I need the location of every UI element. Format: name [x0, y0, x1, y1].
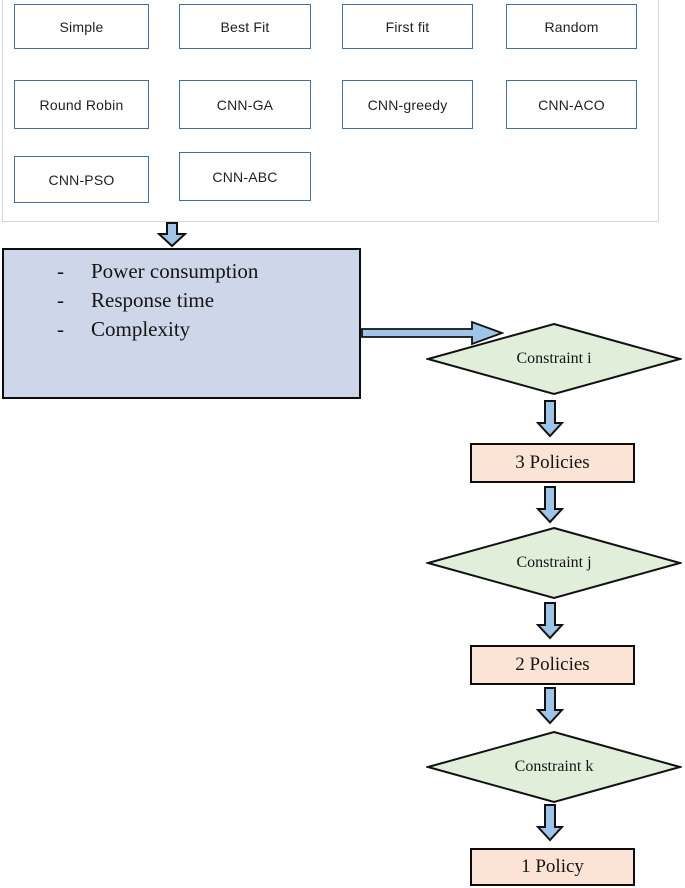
criteria-label: Power consumption: [91, 259, 259, 283]
algo-box-label: Round Robin: [39, 96, 124, 113]
algo-box-cnn-aco: CNN-ACO: [506, 80, 637, 129]
down-arrow-icon: [535, 804, 564, 842]
right-arrow-icon: [361, 320, 504, 346]
down-arrow-icon: [535, 602, 564, 640]
algo-box-label: CNN-ACO: [538, 96, 605, 113]
algo-box-label: Best Fit: [220, 18, 270, 35]
algo-box-cnn-greedy: CNN-greedy: [342, 80, 473, 129]
algo-box-simple: Simple: [14, 4, 149, 49]
algorithms-panel: Simple Best Fit First fit Random Round R…: [2, 0, 659, 222]
criteria-label: Complexity: [91, 317, 191, 341]
diamond-shape: [426, 730, 682, 804]
policy-label: 1 Policy: [521, 856, 584, 877]
constraint-label: Constraint i: [516, 350, 592, 367]
algo-box-cnn-ga: CNN-GA: [179, 80, 311, 129]
list-item: - Complexity: [57, 315, 359, 344]
diamond-shape: [426, 322, 682, 396]
policy-label: 2 Policies: [515, 654, 590, 675]
algo-box-best-fit: Best Fit: [179, 4, 311, 49]
criteria-box: - Power consumption - Response time - Co…: [2, 248, 361, 399]
algo-box-random: Random: [506, 4, 637, 49]
algo-box-label: Simple: [59, 18, 104, 35]
algo-box-label: CNN-PSO: [48, 171, 115, 188]
down-arrow-icon: [535, 486, 564, 524]
diamond-shape: [426, 526, 682, 600]
list-item: - Power consumption: [57, 257, 359, 286]
algo-box-label: CNN-GA: [216, 96, 274, 113]
bullet-dash: -: [57, 288, 64, 312]
constraint-label: Constraint k: [514, 758, 594, 775]
algo-box-label: First fit: [385, 18, 430, 35]
constraint-j-diamond: Constraint j: [426, 526, 682, 600]
policies-3-box: 3 Policies: [470, 443, 635, 483]
policy-label: 3 Policies: [515, 452, 590, 473]
algo-box-cnn-pso: CNN-PSO: [14, 156, 149, 203]
algo-box-label: CNN-greedy: [367, 96, 448, 113]
algo-box-cnn-abc: CNN-ABC: [179, 152, 311, 201]
down-arrow-icon: [535, 687, 564, 725]
bullet-dash: -: [57, 259, 64, 283]
constraint-k-diamond: Constraint k: [426, 730, 682, 804]
algo-box-first-fit: First fit: [342, 4, 473, 49]
constraint-i-diamond: Constraint i: [426, 322, 682, 396]
algo-box-round-robin: Round Robin: [14, 80, 149, 129]
policies-2-box: 2 Policies: [470, 645, 635, 685]
policy-1-box: 1 Policy: [470, 848, 635, 886]
algo-box-label: CNN-ABC: [212, 168, 278, 185]
criteria-label: Response time: [91, 288, 215, 312]
list-item: - Response time: [57, 286, 359, 315]
down-arrow-icon: [535, 400, 564, 438]
algo-box-label: Random: [544, 18, 599, 35]
constraint-label: Constraint j: [516, 554, 592, 571]
bullet-dash: -: [57, 317, 64, 341]
down-arrow-icon: [157, 222, 187, 248]
